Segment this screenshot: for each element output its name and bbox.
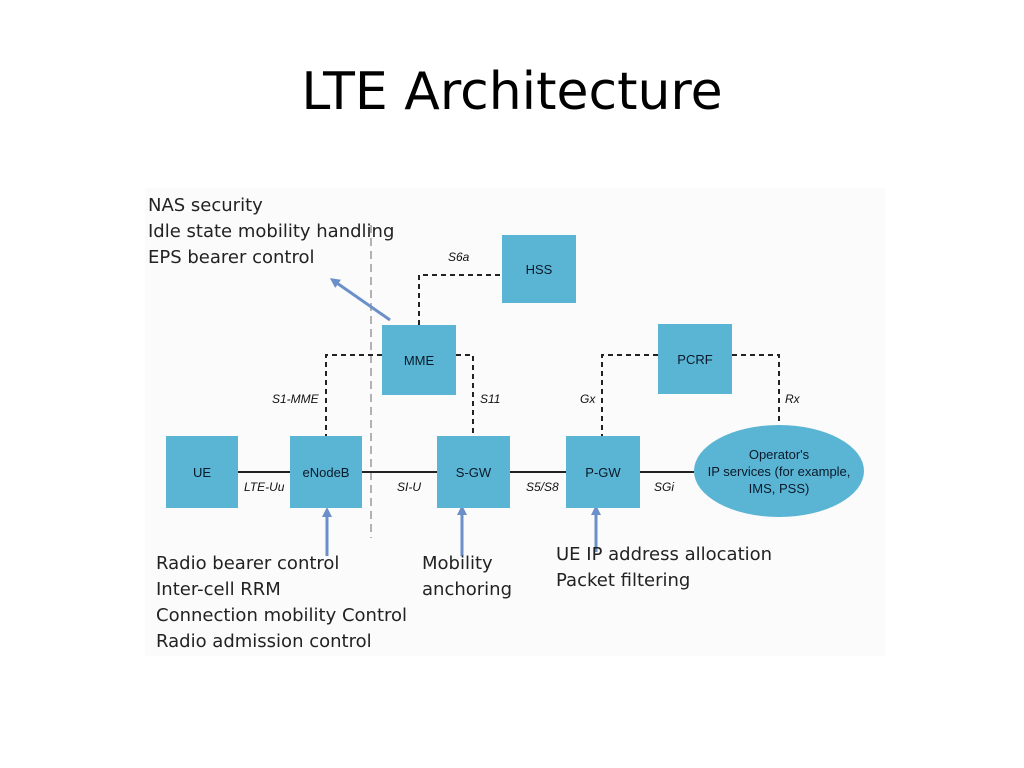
ue-node: UE	[166, 436, 238, 508]
lte-uu-label: LTE-Uu	[244, 480, 285, 494]
mme-function-item: Idle state mobility handling	[148, 221, 395, 242]
operator-line-3: IMS, PSS)	[748, 480, 810, 496]
sgw-functions-list: Mobility anchoring	[422, 551, 512, 603]
operator-ip-services-node: Operator's IP services (for example, IMS…	[694, 425, 864, 517]
link-mme-enodeb	[325, 354, 382, 436]
enodeb-node: eNodeB	[290, 436, 362, 508]
operator-line-2: IP services (for example,	[707, 463, 851, 479]
pgw-function-item: Packet filtering	[556, 570, 691, 591]
pgw-functions-list: UE IP address allocation Packet filterin…	[556, 542, 772, 594]
sgi-label: SGi	[654, 480, 675, 494]
page-title: LTE Architecture	[301, 62, 723, 122]
sgw-function-item: Mobility	[422, 553, 493, 574]
enodeb-functions-list: Radio bearer control Inter-cell RRM Conn…	[156, 551, 407, 655]
link-mme-sgw	[456, 354, 474, 436]
mme-function-item: NAS security	[148, 195, 263, 216]
s1-mme-label: S1-MME	[272, 392, 319, 406]
pcrf-node: PCRF	[658, 324, 732, 394]
s6a-label: S6a	[448, 250, 470, 264]
rx-label: Rx	[785, 392, 800, 406]
pgw-node: P-GW	[566, 436, 640, 508]
enodeb-function-item: Inter-cell RRM	[156, 579, 281, 600]
enodeb-function-item: Connection mobility Control	[156, 605, 408, 626]
s5-s8-label: S5/S8	[526, 480, 559, 494]
link-pcrf-pgw	[601, 354, 658, 436]
mme-node: MME	[382, 325, 456, 395]
arrow-mme-functions	[329, 278, 391, 322]
pgw-function-item: UE IP address allocation	[556, 544, 773, 565]
s1-u-label: SI-U	[397, 480, 421, 494]
link-mme-hss	[418, 274, 502, 325]
enodeb-function-item: Radio bearer control	[156, 553, 340, 574]
mme-functions-list: NAS security Idle state mobility handlin…	[148, 193, 394, 271]
s11-label: S11	[480, 392, 501, 406]
link-pcrf-operator	[732, 354, 780, 425]
operator-line-1: Operator's	[748, 446, 810, 462]
enodeb-function-item: Radio admission control	[156, 631, 372, 652]
hss-node: HSS	[502, 235, 576, 303]
mme-function-item: EPS bearer control	[148, 247, 315, 268]
sgw-function-item: anchoring	[422, 579, 512, 600]
sgw-node: S-GW	[437, 436, 510, 508]
gx-label: Gx	[580, 392, 596, 406]
